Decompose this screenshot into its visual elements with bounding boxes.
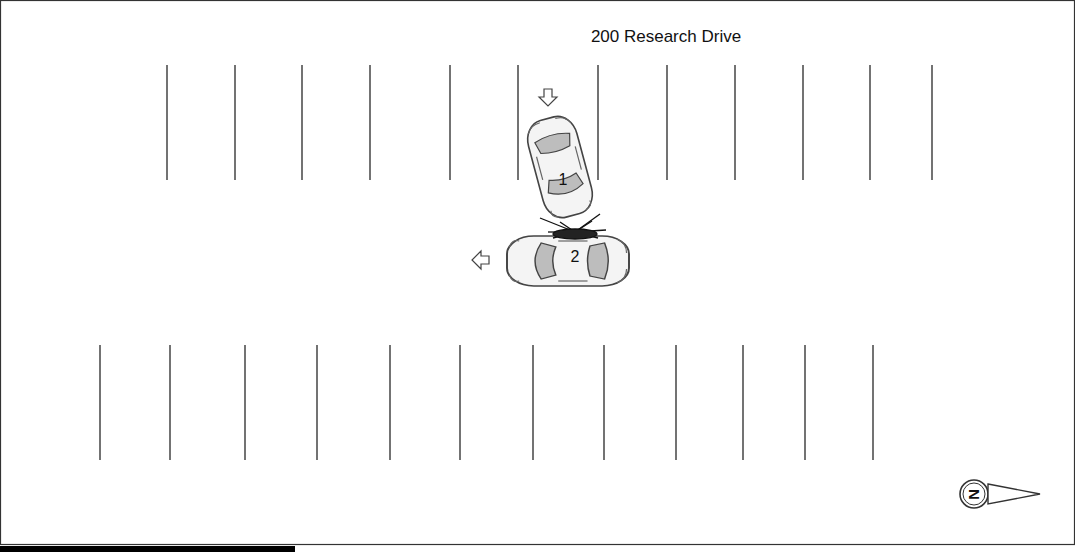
callout-number: 1 [559, 172, 568, 188]
direction-arrow [539, 89, 557, 106]
compass-letter: N [967, 489, 982, 500]
vehicle-2 [507, 236, 629, 286]
frame [1, 1, 1075, 545]
scale-bar [0, 546, 295, 552]
street-address: 200 Research Drive [588, 27, 744, 46]
north-arrow [960, 480, 1040, 508]
vehicle-1 [523, 112, 597, 222]
callout-number: 2 [571, 249, 580, 265]
impact-mark [540, 214, 606, 239]
direction-arrow [472, 251, 489, 269]
parking-lines-bottom [100, 345, 873, 460]
